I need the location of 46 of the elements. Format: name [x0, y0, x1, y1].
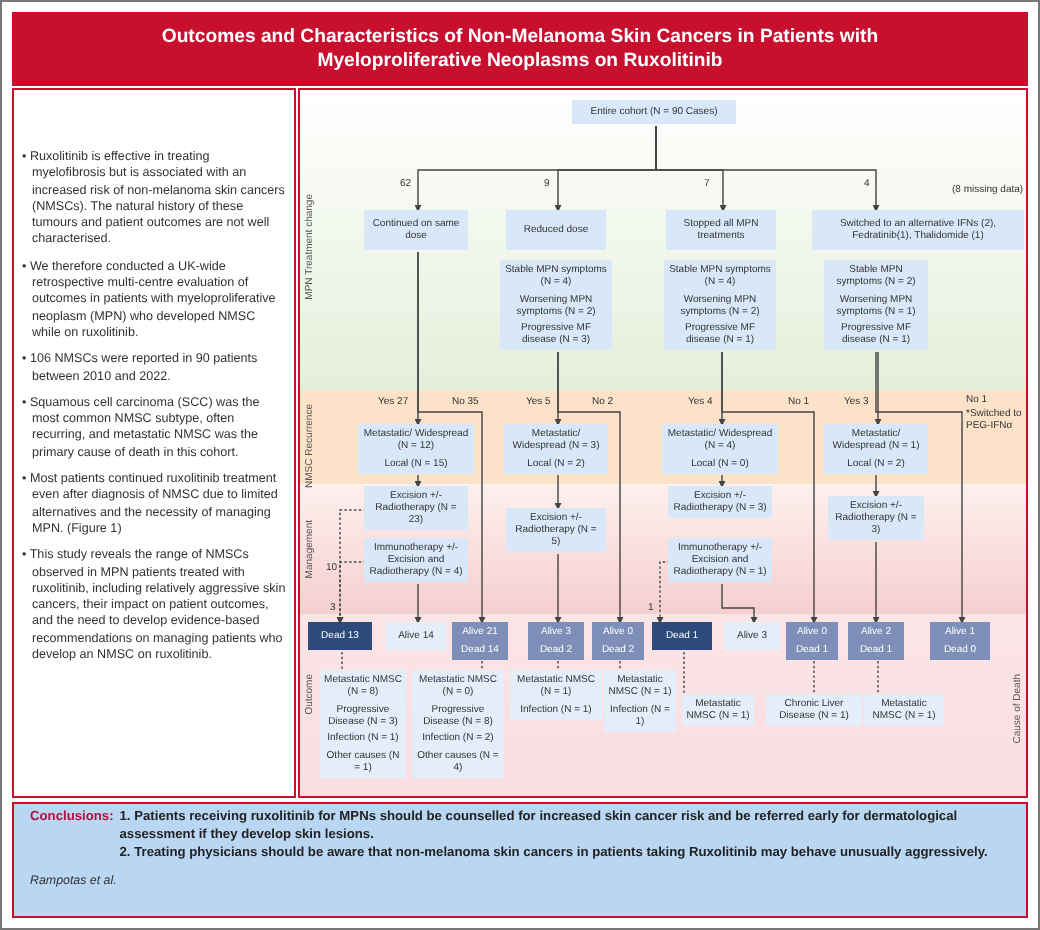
process-box — [364, 210, 468, 250]
arrow — [875, 351, 966, 625]
arrow — [554, 474, 562, 511]
process-box — [500, 260, 612, 350]
process-box — [824, 260, 928, 350]
cause-box — [510, 670, 602, 719]
outcome-box — [592, 622, 644, 659]
outcome-box — [724, 622, 780, 650]
arrow — [872, 541, 880, 625]
process-box — [506, 508, 606, 552]
dashed-arrow — [656, 561, 671, 625]
outcome-box — [848, 622, 904, 659]
outcome-box — [652, 622, 712, 650]
cause-box — [320, 670, 406, 777]
arrow — [557, 351, 624, 625]
outcome-box — [386, 622, 446, 650]
arrow — [554, 553, 562, 625]
arrow — [721, 583, 758, 625]
outcome-box — [528, 622, 584, 659]
process-box — [364, 486, 468, 530]
process-box — [664, 260, 776, 350]
process-box — [662, 424, 778, 473]
arrow — [718, 474, 726, 489]
title-banner: Outcomes and Characteristics of Non-Melanoma Skin Cancers in Patients with Myeloproliferative Neoplasms on Ruxolitinib — [12, 12, 1028, 86]
outcome-box — [786, 622, 838, 659]
arrow — [417, 251, 486, 625]
process-box — [666, 210, 776, 250]
cause-box — [864, 694, 944, 726]
process-box — [504, 424, 608, 473]
dashed-arrow — [336, 561, 367, 625]
process-box — [812, 210, 1024, 250]
process-box — [824, 424, 928, 473]
arrow — [721, 351, 818, 625]
arrow — [655, 125, 880, 213]
arrow — [414, 474, 422, 489]
cause-box — [604, 670, 676, 731]
process-box — [358, 424, 474, 473]
cause-box — [766, 694, 862, 726]
arrow — [414, 583, 422, 625]
cause-box — [412, 670, 504, 777]
outcome-box — [930, 622, 990, 659]
outcome-box — [308, 622, 372, 650]
process-box — [506, 210, 606, 250]
outcome-box — [452, 622, 508, 659]
process-box — [572, 100, 736, 124]
arrow — [874, 351, 882, 427]
